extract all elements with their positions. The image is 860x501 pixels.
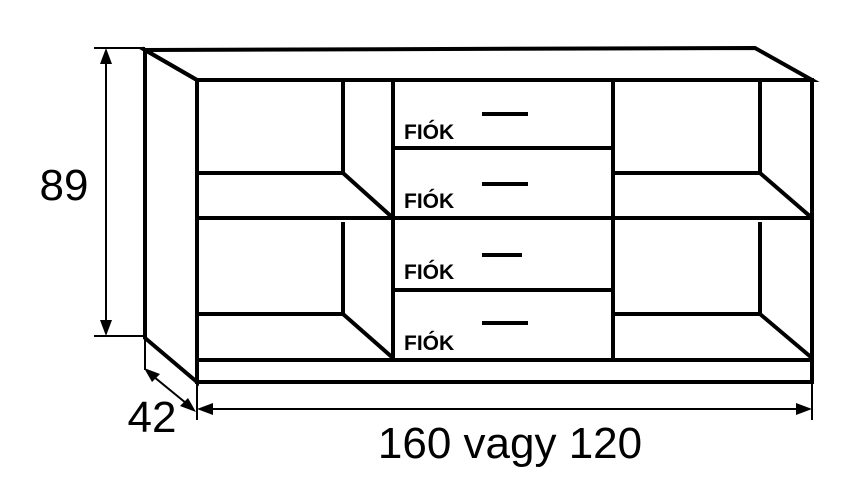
depth-dimension: 42	[128, 340, 198, 442]
depth-arrow-right	[180, 398, 196, 412]
drawer-labels: FIÓK FIÓK FIÓK FIÓK	[404, 120, 454, 355]
drawer-separators	[393, 146, 613, 292]
drawer-handles	[482, 112, 528, 325]
right-shelves	[613, 171, 814, 360]
drawer-label-3: FIÓK	[404, 260, 454, 284]
width-label: 160 vagy 120	[378, 419, 642, 468]
left-upper-shelf	[197, 171, 395, 220]
cabinet-body	[137, 45, 820, 387]
right-lower-shelf	[613, 312, 814, 360]
top-panel	[137, 45, 820, 82]
depth-label: 42	[128, 393, 177, 442]
depth-arrow-left	[144, 368, 160, 382]
width-arrow-right	[796, 403, 812, 415]
height-dimension: 89	[40, 47, 145, 337]
height-arrow-bottom	[100, 320, 112, 336]
height-label: 89	[40, 161, 89, 210]
drawer-label-4: FIÓK	[404, 331, 454, 355]
width-arrow-left	[197, 403, 213, 415]
height-arrow-top	[100, 48, 112, 64]
drawer-label-2: FIÓK	[404, 189, 454, 213]
drawer-label-1: FIÓK	[404, 120, 454, 144]
left-shelves	[197, 171, 395, 360]
left-side-panel	[143, 46, 199, 387]
front-frame	[195, 78, 814, 384]
right-upper-shelf	[613, 171, 814, 220]
width-dimension: 160 vagy 120	[197, 384, 813, 468]
left-lower-shelf	[197, 312, 395, 360]
